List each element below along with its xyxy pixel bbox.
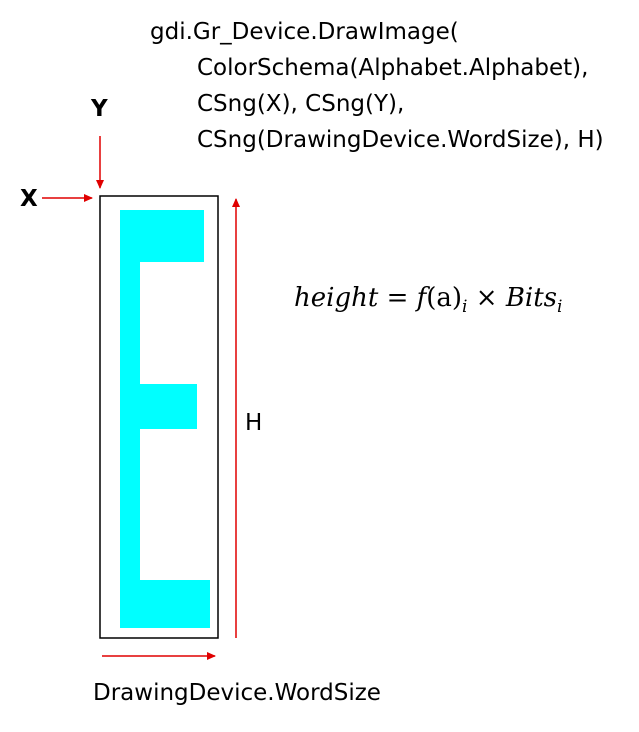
formula-equals: = [386,283,409,313]
image-frame [99,195,219,639]
x-label: X [20,186,38,212]
code-line-4: CSng(DrawingDevice.WordSize), H) [197,127,604,153]
formula-bits: Bits [505,283,558,313]
code-line-2: ColorSchema(Alphabet.Alphabet), [197,55,589,81]
glyph-e-shape [120,210,210,628]
formula-lhs: height [294,283,379,313]
formula-function: f [416,283,427,313]
code-snippet: gdi.Gr_Device.DrawImage( ColorSchema(Alp… [150,14,604,158]
formula-times: × [475,283,498,313]
formula-subscript-1: i [462,297,468,318]
code-line-1: gdi.Gr_Device.DrawImage( [150,19,459,45]
height-formula: height = f(a)i × Bitsi [294,283,562,317]
formula-subscript-2: i [557,297,563,318]
formula-argument: (a) [426,283,463,313]
code-line-3: CSng(X), CSng(Y), [197,91,405,117]
y-label: Y [91,96,108,122]
width-label: DrawingDevice.WordSize [93,680,381,706]
h-label: H [245,410,263,436]
